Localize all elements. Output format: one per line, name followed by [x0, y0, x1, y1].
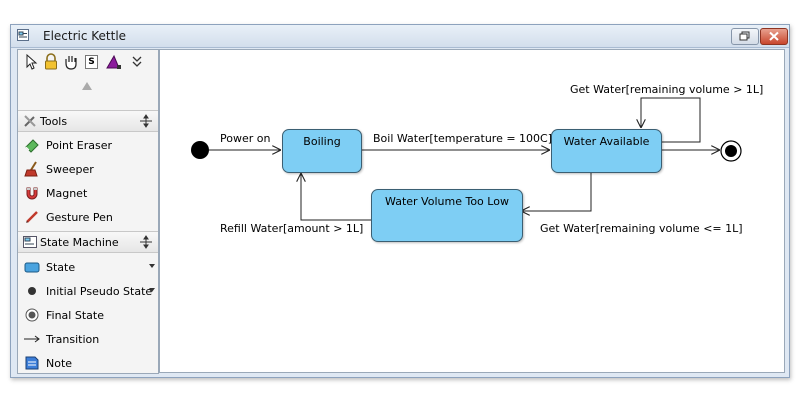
final-state-icon	[25, 308, 39, 322]
item-label: Sweeper	[46, 163, 94, 176]
selector-tool-button[interactable]	[22, 53, 40, 71]
hand-icon	[65, 56, 77, 70]
pen-icon	[26, 211, 38, 223]
state-boiling[interactable]: Boiling	[282, 129, 362, 173]
sweeper-select-button[interactable]: S	[85, 55, 98, 69]
hand-tool-button[interactable]	[62, 53, 80, 71]
palette-item-final-state[interactable]: Final State	[18, 304, 158, 326]
item-label: Final State	[46, 309, 104, 322]
palette-item-point-eraser[interactable]: Point Eraser	[18, 134, 158, 156]
restore-button[interactable]	[731, 28, 759, 45]
shape-tool-button[interactable]	[104, 53, 122, 71]
palette-item-transition[interactable]: Transition	[18, 328, 158, 350]
double-chevron-icon	[132, 56, 142, 67]
note-icon	[25, 356, 39, 370]
scroll-up-arrow[interactable]	[82, 82, 92, 90]
state-water-volume-too-low[interactable]: Water Volume Too Low	[371, 189, 523, 242]
arrow-pointer-icon	[26, 53, 38, 70]
state-machine-icon	[23, 236, 37, 248]
item-label: Gesture Pen	[46, 211, 113, 224]
palette-item-magnet[interactable]: Magnet	[18, 182, 158, 204]
palette-item-state[interactable]: State	[18, 256, 158, 278]
palette-item-initial-pseudo-state[interactable]: Initial Pseudo State	[18, 280, 158, 302]
diagram-palette: S Tools	[17, 49, 159, 374]
move-icon	[140, 235, 152, 249]
section-label: Tools	[40, 115, 68, 128]
state-name: Boiling	[303, 135, 341, 148]
label-get-water-low[interactable]: Get Water[remaining volume <= 1L]	[540, 222, 743, 235]
transition-arrow-icon	[24, 335, 40, 343]
tools-icon	[24, 115, 36, 127]
state-machine-section-header[interactable]: State Machine	[18, 231, 158, 253]
dropdown-arrow-icon[interactable]	[149, 264, 155, 268]
label-get-water-self[interactable]: Get Water[remaining volume > 1L]	[570, 83, 764, 96]
eraser-icon	[25, 139, 39, 153]
transition-lines	[191, 97, 742, 221]
state-name: Water Available	[563, 135, 650, 148]
dropdown-arrow-icon[interactable]	[149, 288, 155, 292]
close-icon	[769, 31, 779, 41]
item-label: Point Eraser	[46, 139, 113, 152]
transition-get-water-self[interactable]	[641, 97, 701, 143]
palette-item-note[interactable]: Note	[18, 352, 158, 370]
section-label: State Machine	[40, 236, 119, 249]
triangle-shape-icon	[106, 54, 121, 69]
lock-icon	[45, 53, 57, 70]
toolbar-more-button[interactable]	[128, 53, 146, 71]
lock-tool-button[interactable]	[42, 53, 60, 71]
diagram-canvas[interactable]: Boiling Water Available Water Volume Too…	[159, 49, 785, 373]
state-name: Water Volume Too Low	[385, 195, 509, 208]
broom-icon	[24, 161, 38, 177]
window-title: Electric Kettle	[43, 29, 127, 43]
label-power-on[interactable]: Power on	[220, 132, 271, 145]
item-label: Initial Pseudo State	[46, 285, 153, 298]
initial-state-node[interactable]	[191, 141, 209, 159]
restore-icon	[739, 31, 750, 41]
item-label: Transition	[46, 333, 100, 346]
state-water-available[interactable]: Water Available	[551, 129, 662, 173]
transition-get-water-low[interactable]	[521, 172, 592, 211]
app-window: Electric Kettle	[10, 24, 790, 378]
initial-state-icon	[28, 287, 36, 295]
move-icon	[140, 114, 152, 128]
title-bar[interactable]: Electric Kettle	[11, 25, 789, 48]
palette-toolbar: S	[18, 50, 158, 94]
label-refill[interactable]: Refill Water[amount > 1L]	[220, 222, 364, 235]
close-button[interactable]	[760, 28, 788, 45]
palette-item-sweeper[interactable]: Sweeper	[18, 158, 158, 180]
diagram-icon	[17, 29, 29, 41]
transition-refill[interactable]	[301, 173, 371, 221]
palette-item-gesture-pen[interactable]: Gesture Pen	[18, 206, 158, 228]
item-label: Note	[46, 357, 73, 370]
magnet-icon	[26, 187, 38, 200]
item-label: State	[46, 261, 76, 274]
state-icon	[24, 262, 40, 273]
tools-section-header[interactable]: Tools	[18, 110, 158, 132]
item-label: Magnet	[46, 187, 88, 200]
label-boil-water[interactable]: Boil Water[temperature = 100C]	[373, 132, 553, 145]
